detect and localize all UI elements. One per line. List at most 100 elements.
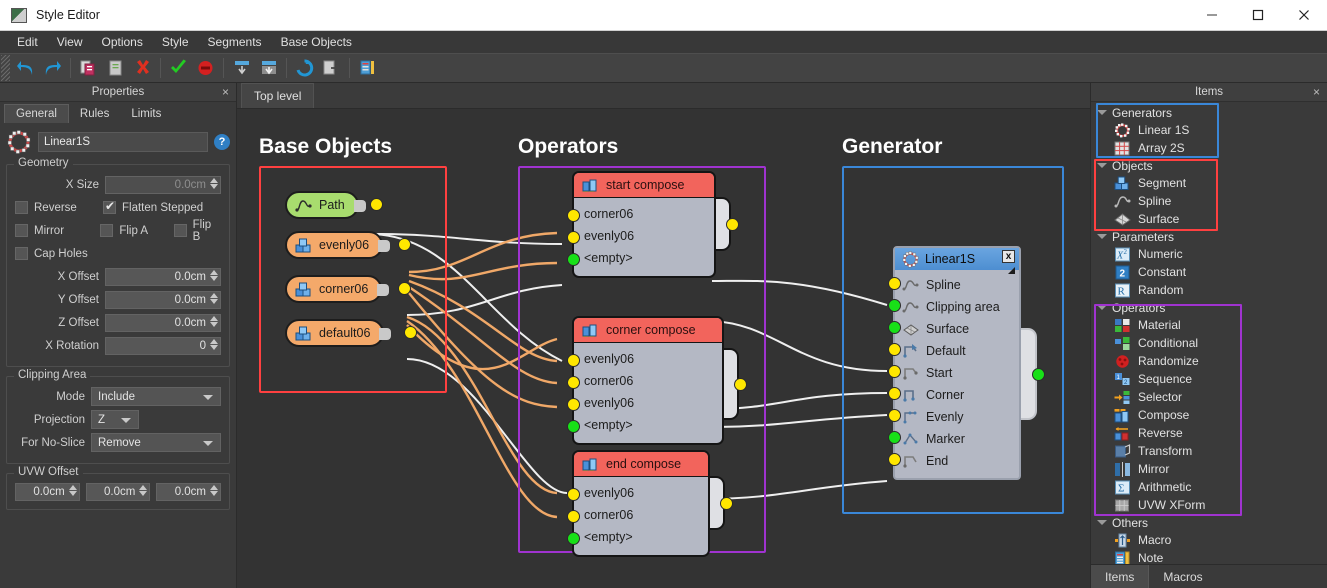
- tree-item-spline[interactable]: Spline: [1091, 192, 1327, 210]
- apply-icon[interactable]: [165, 55, 192, 81]
- node-body[interactable]: default06: [285, 319, 392, 347]
- output-port[interactable]: [404, 326, 417, 339]
- checkbox-cap-holes[interactable]: Cap Holes: [15, 247, 88, 260]
- resize-handle-icon[interactable]: [1008, 267, 1015, 274]
- port-row[interactable]: Corner: [902, 384, 1011, 406]
- node-header[interactable]: start compose: [574, 173, 714, 198]
- input-port-end[interactable]: [888, 453, 901, 466]
- base-object-node-path[interactable]: Path: [285, 191, 383, 219]
- input-port-2[interactable]: [567, 532, 580, 545]
- port-row[interactable]: Surface: [902, 318, 1011, 340]
- tree-item-conditional[interactable]: Conditional: [1091, 334, 1327, 352]
- port-row[interactable]: Clipping area: [902, 296, 1011, 318]
- uvw-v-stepper[interactable]: [139, 485, 148, 496]
- tree-item-sequence[interactable]: 1 2 Sequence: [1091, 370, 1327, 388]
- copy-icon[interactable]: [75, 55, 102, 81]
- help-icon[interactable]: ?: [214, 134, 230, 150]
- tree-item-linear-1s[interactable]: Linear 1S: [1091, 121, 1327, 139]
- checkbox-reverse[interactable]: Reverse: [15, 201, 103, 214]
- uvw-offset-v-input[interactable]: 0.0cm: [85, 483, 151, 501]
- tree-item-random[interactable]: R Random: [1091, 281, 1327, 299]
- tree-section-parameters[interactable]: Parameters: [1091, 228, 1327, 245]
- uvw-w-stepper[interactable]: [210, 485, 219, 496]
- tab-limits[interactable]: Limits: [131, 108, 162, 120]
- port-row[interactable]: <empty>: [584, 414, 712, 436]
- port-row[interactable]: evenly06: [584, 348, 712, 370]
- output-port[interactable]: [734, 378, 747, 391]
- port-row[interactable]: evenly06: [584, 392, 712, 414]
- menu-segments[interactable]: Segments: [207, 35, 262, 49]
- port-row[interactable]: Evenly: [902, 406, 1011, 428]
- x-rotation-input[interactable]: 0: [105, 336, 221, 355]
- menu-edit[interactable]: Edit: [17, 35, 38, 49]
- port-row[interactable]: Start: [902, 362, 1011, 384]
- tab-rules[interactable]: Rules: [79, 108, 110, 120]
- checkbox-flatten-stepped[interactable]: Flatten Stepped: [103, 199, 203, 214]
- chevron-down-icon[interactable]: [1097, 520, 1107, 525]
- tree-item-randomize[interactable]: Randomize: [1091, 352, 1327, 370]
- uvw-offset-w-input[interactable]: 0.0cm: [156, 483, 222, 501]
- y-offset-input[interactable]: 0.0cm: [105, 290, 221, 309]
- toolbar-grip[interactable]: [1, 55, 10, 81]
- tree-section-operators[interactable]: Operators: [1091, 299, 1327, 316]
- items-close-icon[interactable]: ×: [1312, 85, 1320, 99]
- y-offset-stepper[interactable]: [210, 292, 218, 304]
- properties-close-icon[interactable]: ×: [221, 85, 229, 99]
- tree-item-arithmetic[interactable]: Σ Arithmetic: [1091, 478, 1327, 496]
- export-icon[interactable]: [318, 55, 345, 81]
- input-port-3[interactable]: [567, 420, 580, 433]
- x-offset-input[interactable]: 0.0cm: [105, 267, 221, 286]
- operator-node-corner-compose[interactable]: corner compose evenly06 corner06 evenly0…: [567, 316, 747, 445]
- flip-a-checkbox-box[interactable]: [100, 224, 114, 237]
- maximize-icon[interactable]: [1235, 0, 1281, 31]
- base-object-node-corner06[interactable]: corner06: [285, 275, 411, 303]
- menu-options[interactable]: Options: [101, 35, 143, 49]
- tree-item-segment[interactable]: Segment: [1091, 174, 1327, 192]
- port-row[interactable]: Spline: [902, 274, 1011, 296]
- input-port-evenly[interactable]: [888, 409, 901, 422]
- object-name-field[interactable]: Linear1S: [38, 132, 208, 152]
- undo-icon[interactable]: [12, 55, 39, 81]
- port-row[interactable]: corner06: [584, 203, 704, 225]
- menu-style[interactable]: Style: [161, 35, 189, 49]
- node-body[interactable]: Path: [285, 191, 366, 219]
- base-object-node-evenly06[interactable]: evenly06: [285, 231, 411, 259]
- input-port-marker[interactable]: [888, 431, 901, 444]
- tree-section-generators[interactable]: Generators: [1091, 104, 1327, 121]
- input-port-spline[interactable]: [888, 277, 901, 290]
- close-icon[interactable]: x: [1002, 250, 1015, 263]
- input-port-0[interactable]: [567, 209, 580, 222]
- x-size-input[interactable]: 0.0cm: [105, 175, 221, 194]
- mirror-checkbox-box[interactable]: [15, 224, 28, 237]
- port-row[interactable]: evenly06: [584, 225, 704, 247]
- generator-node-linear1s[interactable]: Linear1S x Spline Clipping area: [888, 246, 1045, 480]
- tree-item-surface[interactable]: Surface: [1091, 210, 1327, 228]
- port-row[interactable]: Marker: [902, 428, 1011, 450]
- tree-item-compose[interactable]: Compose: [1091, 406, 1327, 424]
- input-port-0[interactable]: [567, 354, 580, 367]
- tree-item-macro[interactable]: Macro: [1091, 531, 1327, 549]
- close-icon[interactable]: [1281, 0, 1327, 31]
- chevron-down-icon[interactable]: [1097, 305, 1107, 310]
- tab-macros[interactable]: Macros: [1163, 569, 1203, 584]
- tree-item-material[interactable]: Material: [1091, 316, 1327, 334]
- minimize-icon[interactable]: [1189, 0, 1235, 31]
- output-port[interactable]: [398, 282, 411, 295]
- tree-section-objects[interactable]: Objects: [1091, 157, 1327, 174]
- node-header[interactable]: corner compose: [574, 318, 722, 343]
- uvw-offset-u-input[interactable]: 0.0cm: [15, 483, 80, 501]
- input-port-default[interactable]: [888, 343, 901, 356]
- port-row[interactable]: End: [902, 450, 1011, 472]
- refresh-icon[interactable]: [291, 55, 318, 81]
- delete-icon[interactable]: [129, 55, 156, 81]
- output-port[interactable]: [726, 218, 739, 231]
- projection-dropdown[interactable]: Z: [91, 410, 139, 429]
- checkbox-flip-b[interactable]: Flip B: [174, 219, 221, 243]
- input-port-clipping-area[interactable]: [888, 299, 901, 312]
- tree-item-numeric[interactable]: X 2 Numeric: [1091, 245, 1327, 263]
- reverse-checkbox-box[interactable]: [15, 201, 28, 214]
- port-row[interactable]: <empty>: [584, 526, 698, 548]
- tree-item-constant[interactable]: 2 Constant: [1091, 263, 1327, 281]
- node-header[interactable]: Linear1S x: [895, 248, 1019, 274]
- z-offset-stepper[interactable]: [210, 315, 218, 327]
